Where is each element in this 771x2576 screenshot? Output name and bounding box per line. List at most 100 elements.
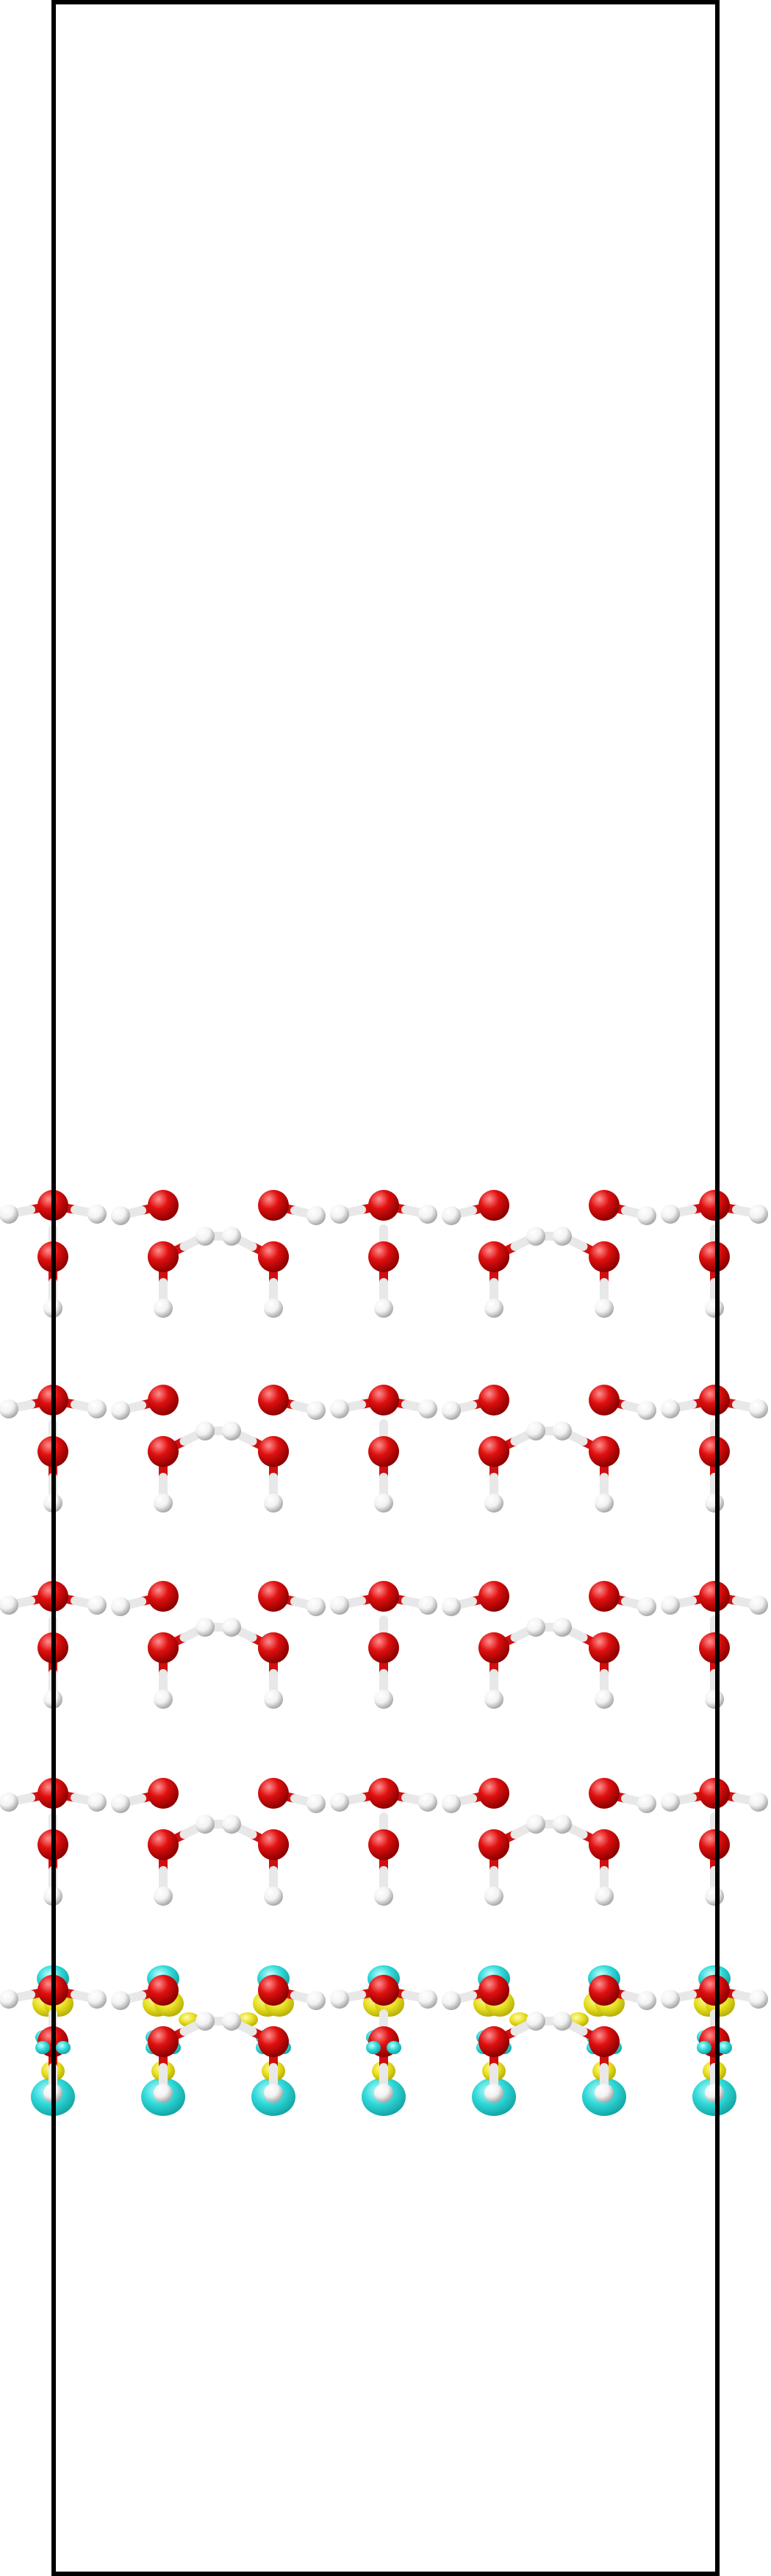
hydrogen-atom xyxy=(526,2012,545,2031)
hydrogen-atom xyxy=(111,1206,130,1225)
hydrogen-atom xyxy=(87,1399,107,1418)
oxygen-atom xyxy=(368,1829,399,1860)
water-layer xyxy=(0,1581,768,1709)
hydrogen-bridge xyxy=(478,1227,620,1272)
water-molecule xyxy=(661,1778,768,1906)
hydrogen-atom xyxy=(442,1794,461,1813)
oxygen-atom xyxy=(699,1975,730,2006)
water-layer xyxy=(0,1778,768,1906)
oxygen-atom xyxy=(368,1241,399,1272)
hydrogen-atom xyxy=(705,1493,724,1513)
oxygen-atom xyxy=(478,1581,509,1612)
isosurface-negative-lobe xyxy=(387,2041,401,2054)
hydrogen-atom xyxy=(418,1205,437,1224)
hydrogen-atom xyxy=(87,1596,107,1615)
oxygen-atom xyxy=(589,1778,620,1809)
water-molecule xyxy=(330,1778,437,1906)
hydrogen-atom xyxy=(661,1793,680,1812)
oxygen-atom xyxy=(368,1385,399,1416)
hydrogen-atom xyxy=(222,1815,241,1834)
oxygen-atom xyxy=(589,1829,620,1860)
oxygen-atom xyxy=(258,1241,289,1272)
water-molecule xyxy=(661,1385,768,1513)
oxygen-atom xyxy=(148,1975,179,2006)
hydrogen-atom xyxy=(264,1299,283,1318)
hydrogen-atom xyxy=(749,1990,768,2009)
hydrogen-bridge xyxy=(148,2012,289,2057)
oxygen-atom xyxy=(148,1190,179,1221)
hydrogen-atom xyxy=(374,1493,393,1513)
isosurface-negative-lobe xyxy=(697,2041,711,2054)
oxygen-atom xyxy=(478,1385,509,1416)
hydrogen-atom xyxy=(442,1401,461,1420)
hydrogen-bridge xyxy=(148,1618,289,1663)
hydrogen-atom xyxy=(87,1990,107,2009)
hydrogen-atom xyxy=(484,1299,503,1318)
hydrogen-atom xyxy=(705,2084,724,2103)
hydrogen-atom xyxy=(595,1299,614,1318)
oxygen-atom xyxy=(148,1385,179,1416)
hydrogen-atom xyxy=(553,1618,572,1637)
water-layer xyxy=(0,1965,768,2116)
hydrogen-atom xyxy=(705,1887,724,1906)
hydrogen-atom xyxy=(306,1401,326,1420)
hydrogen-atom xyxy=(222,2012,241,2031)
oxygen-atom xyxy=(589,1385,620,1416)
hydrogen-atom xyxy=(330,1399,349,1418)
hydrogen-atom xyxy=(749,1399,768,1418)
oxygen-atom xyxy=(148,1778,179,1809)
hydrogen-bridge xyxy=(148,1227,289,1272)
hydrogen-atom xyxy=(442,1206,461,1225)
hydrogen-atom xyxy=(0,1399,18,1418)
water-layer xyxy=(0,1385,768,1513)
hydrogen-atom xyxy=(374,2084,393,2103)
hydrogen-atom xyxy=(526,1815,545,1834)
oxygen-atom xyxy=(589,1190,620,1221)
hydrogen-atom xyxy=(526,1421,545,1441)
hydrogen-atom xyxy=(111,1401,130,1420)
hydrogen-bridge xyxy=(478,1421,620,1467)
hydrogen-atom xyxy=(196,1227,215,1246)
hydrogen-atom xyxy=(196,1618,215,1637)
hydrogen-atom xyxy=(637,1597,656,1616)
hydrogen-atom xyxy=(418,1399,437,1418)
hydrogen-atom xyxy=(418,1990,437,2009)
hydrogen-bridge xyxy=(478,2012,620,2057)
oxygen-atom xyxy=(699,1436,730,1467)
hydrogen-atom xyxy=(526,1618,545,1637)
oxygen-atom xyxy=(699,1385,730,1416)
oxygen-atom xyxy=(368,1778,399,1809)
hydrogen-atom xyxy=(374,1690,393,1709)
oxygen-atom xyxy=(589,1581,620,1612)
hydrogen-atom xyxy=(553,1227,572,1246)
oxygen-atom xyxy=(478,2026,509,2057)
oxygen-atom xyxy=(258,1436,289,1467)
water-layer xyxy=(0,1190,768,1318)
hydrogen-atom xyxy=(595,1887,614,1906)
oxygen-atom xyxy=(699,1241,730,1272)
oxygen-atom xyxy=(368,1581,399,1612)
hydrogen-atom xyxy=(306,1597,326,1616)
hydrogen-atom xyxy=(526,1227,545,1246)
hydrogen-atom xyxy=(330,1793,349,1812)
hydrogen-atom xyxy=(264,1887,283,1906)
hydrogen-atom xyxy=(484,2084,503,2103)
hydrogen-atom xyxy=(111,1794,130,1813)
hydrogen-atom xyxy=(705,1690,724,1709)
hydrogen-atom xyxy=(374,1299,393,1318)
water-molecule xyxy=(330,1190,437,1318)
hydrogen-atom xyxy=(637,1794,656,1813)
hydrogen-atom xyxy=(264,2084,283,2103)
oxygen-atom xyxy=(589,1436,620,1467)
hydrogen-atom xyxy=(222,1618,241,1637)
oxygen-atom xyxy=(478,1190,509,1221)
oxygen-atom xyxy=(368,1632,399,1663)
hydrogen-atom xyxy=(484,1493,503,1513)
oxygen-atom xyxy=(478,1975,509,2006)
water-slab xyxy=(0,1190,768,2116)
oxygen-atom xyxy=(258,1385,289,1416)
water-molecule xyxy=(661,1190,768,1318)
hydrogen-atom xyxy=(442,1597,461,1616)
isosurface-negative-lobe xyxy=(366,2041,381,2054)
